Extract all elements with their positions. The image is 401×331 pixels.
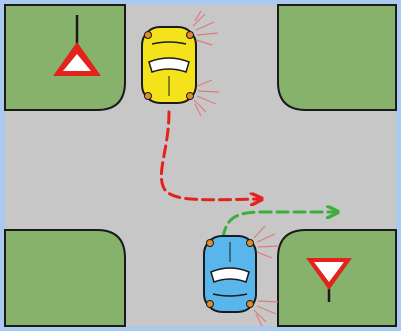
grass-top-right: [278, 5, 396, 110]
grass-top-left: [5, 5, 125, 110]
grass-bottom-left: [5, 230, 125, 326]
